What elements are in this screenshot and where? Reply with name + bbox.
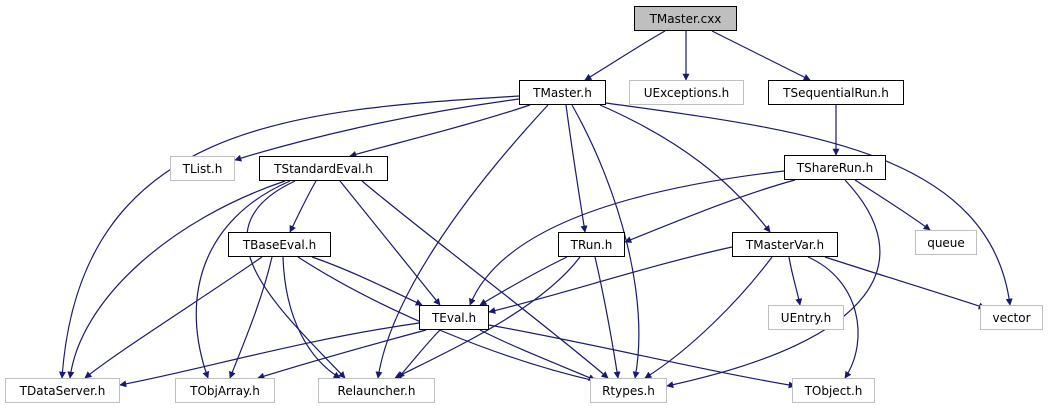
node-label: TMasterVar.h [745,237,825,252]
node-label: UEntry.h [780,310,832,325]
node-tlist-h: TList.h [170,156,235,181]
edge-trun-h-to-relauncher-h [394,256,581,379]
node-label: TEval.h [431,310,477,325]
edge-trun-h-to-teval-h [479,256,568,306]
edge-tsharerun-h-to-queue [854,179,931,231]
edge-tmaster-h-to-rtypes-h [571,104,640,379]
edge-trun-h-to-rtypes-h [594,256,621,379]
node-label: vector [992,310,1031,325]
edge-tbaseeval-h-to-teval-h [311,256,423,306]
node-label: TRun.h [570,237,613,252]
edge-tstandardeval-h-to-teval-h [339,180,441,306]
edge-tmaster-h-to-tdataserver-h [58,95,520,379]
node-tmaster-h[interactable]: TMaster.h [519,80,606,105]
node-label: TList.h [182,161,223,176]
edge-tsharerun-h-to-teval-h [469,170,785,306]
node-label: queue [927,235,965,250]
edge-tstandardeval-h-to-tdataserver-h [67,180,286,379]
node-label: TMaster.h [533,85,592,100]
node-tbaseeval-h[interactable]: TBaseEval.h [228,232,331,257]
edge-tsharerun-h-to-trun-h [624,179,796,243]
edge-tmaster-h-to-tmastervar-h [599,104,771,233]
edge-tmastervar-h-to-uentry-h [788,256,803,306]
edge-tmaster-cxx-to-tmaster-h [584,30,666,81]
edge-tmaster-h-to-tstandardeval-h [349,104,531,158]
edge-tmaster-cxx-to-tsequentialrun-h [711,30,811,81]
edge-tbaseeval-h-to-tobjarray-h [229,256,273,379]
node-tobject-h: TObject.h [792,378,875,403]
node-label: TStandardEval.h [274,161,373,176]
edge-tbaseeval-h-to-relauncher-h [282,256,341,379]
node-relauncher-h: Relauncher.h [318,378,435,403]
edge-tmastervar-h-to-tobject-h [807,256,859,379]
node-tmastervar-h[interactable]: TMasterVar.h [732,232,838,257]
edge-tmastervar-h-to-vector [824,256,986,310]
edge-tmastervar-h-to-teval-h [488,246,733,314]
edge-tstandardeval-h-to-tobjarray-h [195,180,291,379]
node-vector: vector [980,305,1043,330]
node-label: Relauncher.h [337,383,416,398]
node-label: Rtypes.h [602,383,655,398]
node-label: TDataServer.h [19,383,106,398]
edge-tmaster-h-to-trun-h [565,104,588,233]
edge-teval-h-to-tobjarray-h [257,329,427,380]
node-tdataserver-h: TDataServer.h [5,378,120,403]
edge-tmastervar-h-to-rtypes-h [644,256,773,379]
node-tmaster-cxx[interactable]: TMaster.cxx [634,6,737,31]
edge-teval-h-to-rtypes-h [479,329,596,381]
edge-teval-h-to-relauncher-h [397,329,441,379]
node-label: TBaseEval.h [242,237,317,252]
node-tsharerun-h[interactable]: TShareRun.h [784,155,886,180]
node-label: UExceptions.h [643,85,730,100]
node-tstandardeval-h[interactable]: TStandardEval.h [259,156,388,181]
node-label: TObject.h [804,383,863,398]
node-label: TShareRun.h [796,160,874,175]
node-uexceptions-h: UExceptions.h [629,80,744,105]
edge-tmaster-h-to-vector [605,102,1013,306]
node-teval-h[interactable]: TEval.h [419,305,489,330]
edge-tbaseeval-h-to-tdataserver-h [84,256,263,379]
node-uentry-h: UEntry.h [768,305,844,330]
edge-tbaseeval-h-to-rtypes-h [297,256,601,385]
node-label: TMaster.cxx [649,11,722,26]
edge-tstandardeval-h-to-rtypes-h [361,180,609,379]
edge-tstandardeval-h-to-relauncher-h [246,180,346,379]
node-tsequentialrun-h[interactable]: TSequentialRun.h [768,80,904,105]
node-label: TSequentialRun.h [783,85,889,100]
edge-tmaster-h-to-relauncher-h [375,104,549,379]
edge-tsharerun-h-to-rtypes-h [666,179,881,389]
edge-tmaster-h-to-tlist-h [234,98,520,162]
edge-teval-h-to-tdataserver-h [119,322,420,388]
node-tobjarray-h: TObjArray.h [175,378,275,403]
node-queue: queue [915,230,977,255]
edge-tstandardeval-h-to-tbaseeval-h [289,180,317,233]
node-label: TObjArray.h [190,383,260,398]
edge-teval-h-to-tobject-h [488,324,796,389]
node-rtypes-h: Rtypes.h [590,378,667,403]
node-trun-h[interactable]: TRun.h [558,232,625,257]
